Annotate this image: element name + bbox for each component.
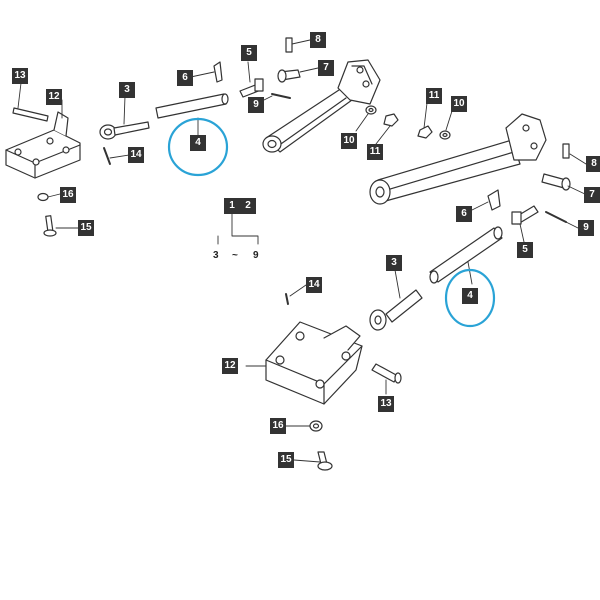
callout-16: 16 bbox=[60, 187, 76, 203]
nut-11-top bbox=[383, 113, 399, 127]
callout-7-right: 7 bbox=[584, 187, 600, 203]
pin-9-top bbox=[271, 93, 291, 99]
callout-16-right: 16 bbox=[270, 418, 286, 434]
callout-8-right: 8 bbox=[586, 156, 600, 172]
callout-12: 12 bbox=[46, 89, 62, 105]
callout-9-right: 9 bbox=[578, 220, 594, 236]
callout-5-right: 5 bbox=[517, 242, 533, 258]
highlight-circles bbox=[167, 117, 496, 328]
tube-4-top bbox=[155, 93, 229, 119]
callout-7: 7 bbox=[318, 60, 334, 76]
callout-5: 5 bbox=[241, 45, 257, 61]
callout-11: 11 bbox=[367, 144, 383, 160]
pin-9-right bbox=[545, 211, 567, 223]
legend-1: 1 bbox=[224, 198, 240, 214]
callout-14: 14 bbox=[128, 147, 144, 163]
callout-10-right: 10 bbox=[451, 96, 467, 112]
callout-11-right: 11 bbox=[426, 88, 442, 104]
callout-14-right: 14 bbox=[306, 277, 322, 293]
legend-2: 2 bbox=[240, 198, 256, 214]
stud-5-top bbox=[239, 78, 264, 98]
bolt-15-top bbox=[43, 215, 57, 237]
bracket-12-top bbox=[5, 111, 81, 179]
legend-range-symbol: ~ bbox=[232, 250, 238, 261]
callout-13-right: 13 bbox=[378, 396, 394, 412]
bolt-15-right bbox=[317, 451, 333, 471]
pin-14-right bbox=[285, 293, 289, 305]
pin-13-right bbox=[371, 363, 402, 384]
pin-13-top bbox=[12, 107, 49, 122]
clip-6-top bbox=[213, 61, 223, 83]
callout-13: 13 bbox=[12, 68, 28, 84]
callout-15: 15 bbox=[78, 220, 94, 236]
washer-16-right bbox=[309, 420, 323, 432]
callout-12-right: 12 bbox=[222, 358, 238, 374]
callout-3: 3 bbox=[119, 82, 135, 98]
callout-8: 8 bbox=[310, 32, 326, 48]
washer-10-right bbox=[439, 130, 451, 140]
stud-5-right bbox=[511, 205, 539, 225]
callout-4: 4 bbox=[190, 135, 206, 151]
highlight-circle-4-right bbox=[444, 268, 496, 328]
lift-arm-right bbox=[369, 113, 547, 205]
legend-range-end: 9 bbox=[253, 250, 259, 261]
pin-7-right bbox=[541, 173, 571, 191]
callout-9: 9 bbox=[248, 97, 264, 113]
highlight-circle-4-top bbox=[167, 117, 229, 177]
callout-15-right: 15 bbox=[278, 452, 294, 468]
callout-4-right: 4 bbox=[462, 288, 478, 304]
callout-3-right: 3 bbox=[386, 255, 402, 271]
rod-end-3-right bbox=[369, 289, 423, 331]
lift-arm-top bbox=[262, 59, 381, 153]
callout-10: 10 bbox=[341, 133, 357, 149]
rod-end-3-top bbox=[99, 121, 150, 140]
tube-4-right bbox=[429, 226, 503, 284]
legend-range-start: 3 bbox=[213, 250, 219, 261]
nut-16-top bbox=[37, 192, 49, 202]
pin-8-top bbox=[285, 37, 293, 53]
washer-10-top bbox=[365, 105, 377, 115]
pin-14-top bbox=[103, 147, 111, 165]
bracket-12-right bbox=[265, 321, 363, 405]
callout-6: 6 bbox=[177, 70, 193, 86]
callout-6-right: 6 bbox=[456, 206, 472, 222]
pin-7-top bbox=[277, 69, 301, 83]
nut-11-right bbox=[417, 125, 433, 139]
pin-8-right bbox=[562, 143, 570, 159]
clip-6-right bbox=[487, 189, 501, 211]
leader-lines bbox=[17, 39, 588, 463]
